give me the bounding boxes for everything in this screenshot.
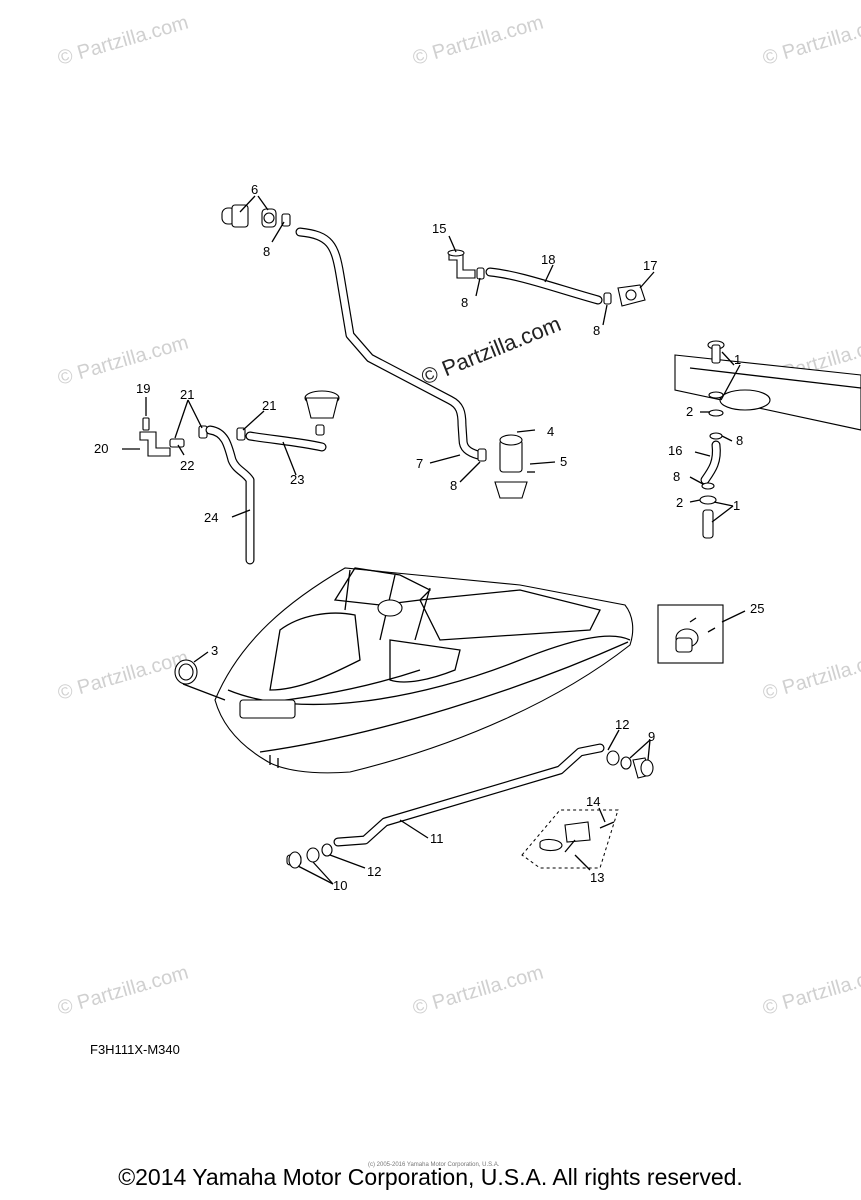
callout-8: 8 bbox=[461, 295, 468, 310]
callout-24: 24 bbox=[204, 510, 218, 525]
callout-22: 22 bbox=[180, 458, 194, 473]
watermark: © Partzilla.com bbox=[55, 962, 191, 1020]
watermark: © Partzilla.com bbox=[760, 647, 861, 705]
callout-13: 13 bbox=[590, 870, 604, 885]
callout-1: 1 bbox=[734, 352, 741, 367]
watermark: © Partzilla.com bbox=[410, 962, 546, 1020]
watermark: © Partzilla.com bbox=[55, 12, 191, 70]
callout-15: 15 bbox=[432, 221, 446, 236]
callout-6: 6 bbox=[251, 182, 258, 197]
callout-9: 9 bbox=[648, 729, 655, 744]
callout-12: 12 bbox=[367, 864, 381, 879]
callout-8: 8 bbox=[673, 469, 680, 484]
callout-7: 7 bbox=[416, 456, 423, 471]
callout-16: 16 bbox=[668, 443, 682, 458]
callout-23: 23 bbox=[290, 472, 304, 487]
callout-4: 4 bbox=[547, 424, 554, 439]
callout-21: 21 bbox=[262, 398, 276, 413]
watermark: © Partzilla.com bbox=[55, 647, 191, 705]
callout-8: 8 bbox=[263, 244, 270, 259]
callout-18: 18 bbox=[541, 252, 555, 267]
diagram-code: F3H111X-M340 bbox=[90, 1042, 180, 1057]
callout-14: 14 bbox=[586, 794, 600, 809]
vent-hose-assembly bbox=[221, 204, 487, 462]
callout-10: 10 bbox=[333, 878, 347, 893]
callout-8: 8 bbox=[450, 478, 457, 493]
plug-part-3 bbox=[174, 659, 198, 685]
callout-3: 3 bbox=[211, 643, 218, 658]
watermark-group: © Partzilla.com © Partzilla.com © Partzi… bbox=[55, 12, 861, 1020]
callout-25: 25 bbox=[750, 601, 764, 616]
hull-fitting-assembly bbox=[674, 340, 861, 539]
callout-5: 5 bbox=[560, 454, 567, 469]
callout-labels: 1 1 2 2 3 4 5 6 7 8 8 8 8 8 8 9 10 11 12… bbox=[94, 182, 764, 893]
inset-part-13 bbox=[521, 809, 619, 869]
callout-20: 20 bbox=[94, 441, 108, 456]
callout-21: 21 bbox=[180, 387, 194, 402]
callout-12: 12 bbox=[615, 717, 629, 732]
boat-hull bbox=[214, 567, 634, 774]
watermark: © Partzilla.com bbox=[760, 962, 861, 1020]
drain-tube-assembly bbox=[286, 743, 654, 869]
callout-1: 1 bbox=[733, 498, 740, 513]
callout-2: 2 bbox=[686, 404, 693, 419]
copyright-notice: ©2014 Yamaha Motor Corporation, U.S.A. A… bbox=[118, 1164, 743, 1190]
watermark: © Partzilla.com bbox=[55, 332, 191, 390]
copyright-small: (c) 2005-2016 Yamaha Motor Corporation, … bbox=[368, 1162, 500, 1168]
callout-2: 2 bbox=[676, 495, 683, 510]
watermark: © Partzilla.com bbox=[760, 12, 861, 70]
watermark-center: © Partzilla.com bbox=[418, 311, 565, 390]
callout-17: 17 bbox=[643, 258, 657, 273]
strainer-assembly bbox=[494, 434, 535, 499]
callout-8: 8 bbox=[736, 433, 743, 448]
fuel-hose-assembly bbox=[447, 249, 646, 307]
leader-lines bbox=[122, 195, 746, 885]
watermark: © Partzilla.com bbox=[410, 12, 546, 70]
callout-8: 8 bbox=[593, 323, 600, 338]
drain-hose-assembly bbox=[139, 390, 340, 565]
callout-11: 11 bbox=[430, 831, 444, 846]
inset-part-25 bbox=[657, 604, 724, 664]
callout-19: 19 bbox=[136, 381, 150, 396]
